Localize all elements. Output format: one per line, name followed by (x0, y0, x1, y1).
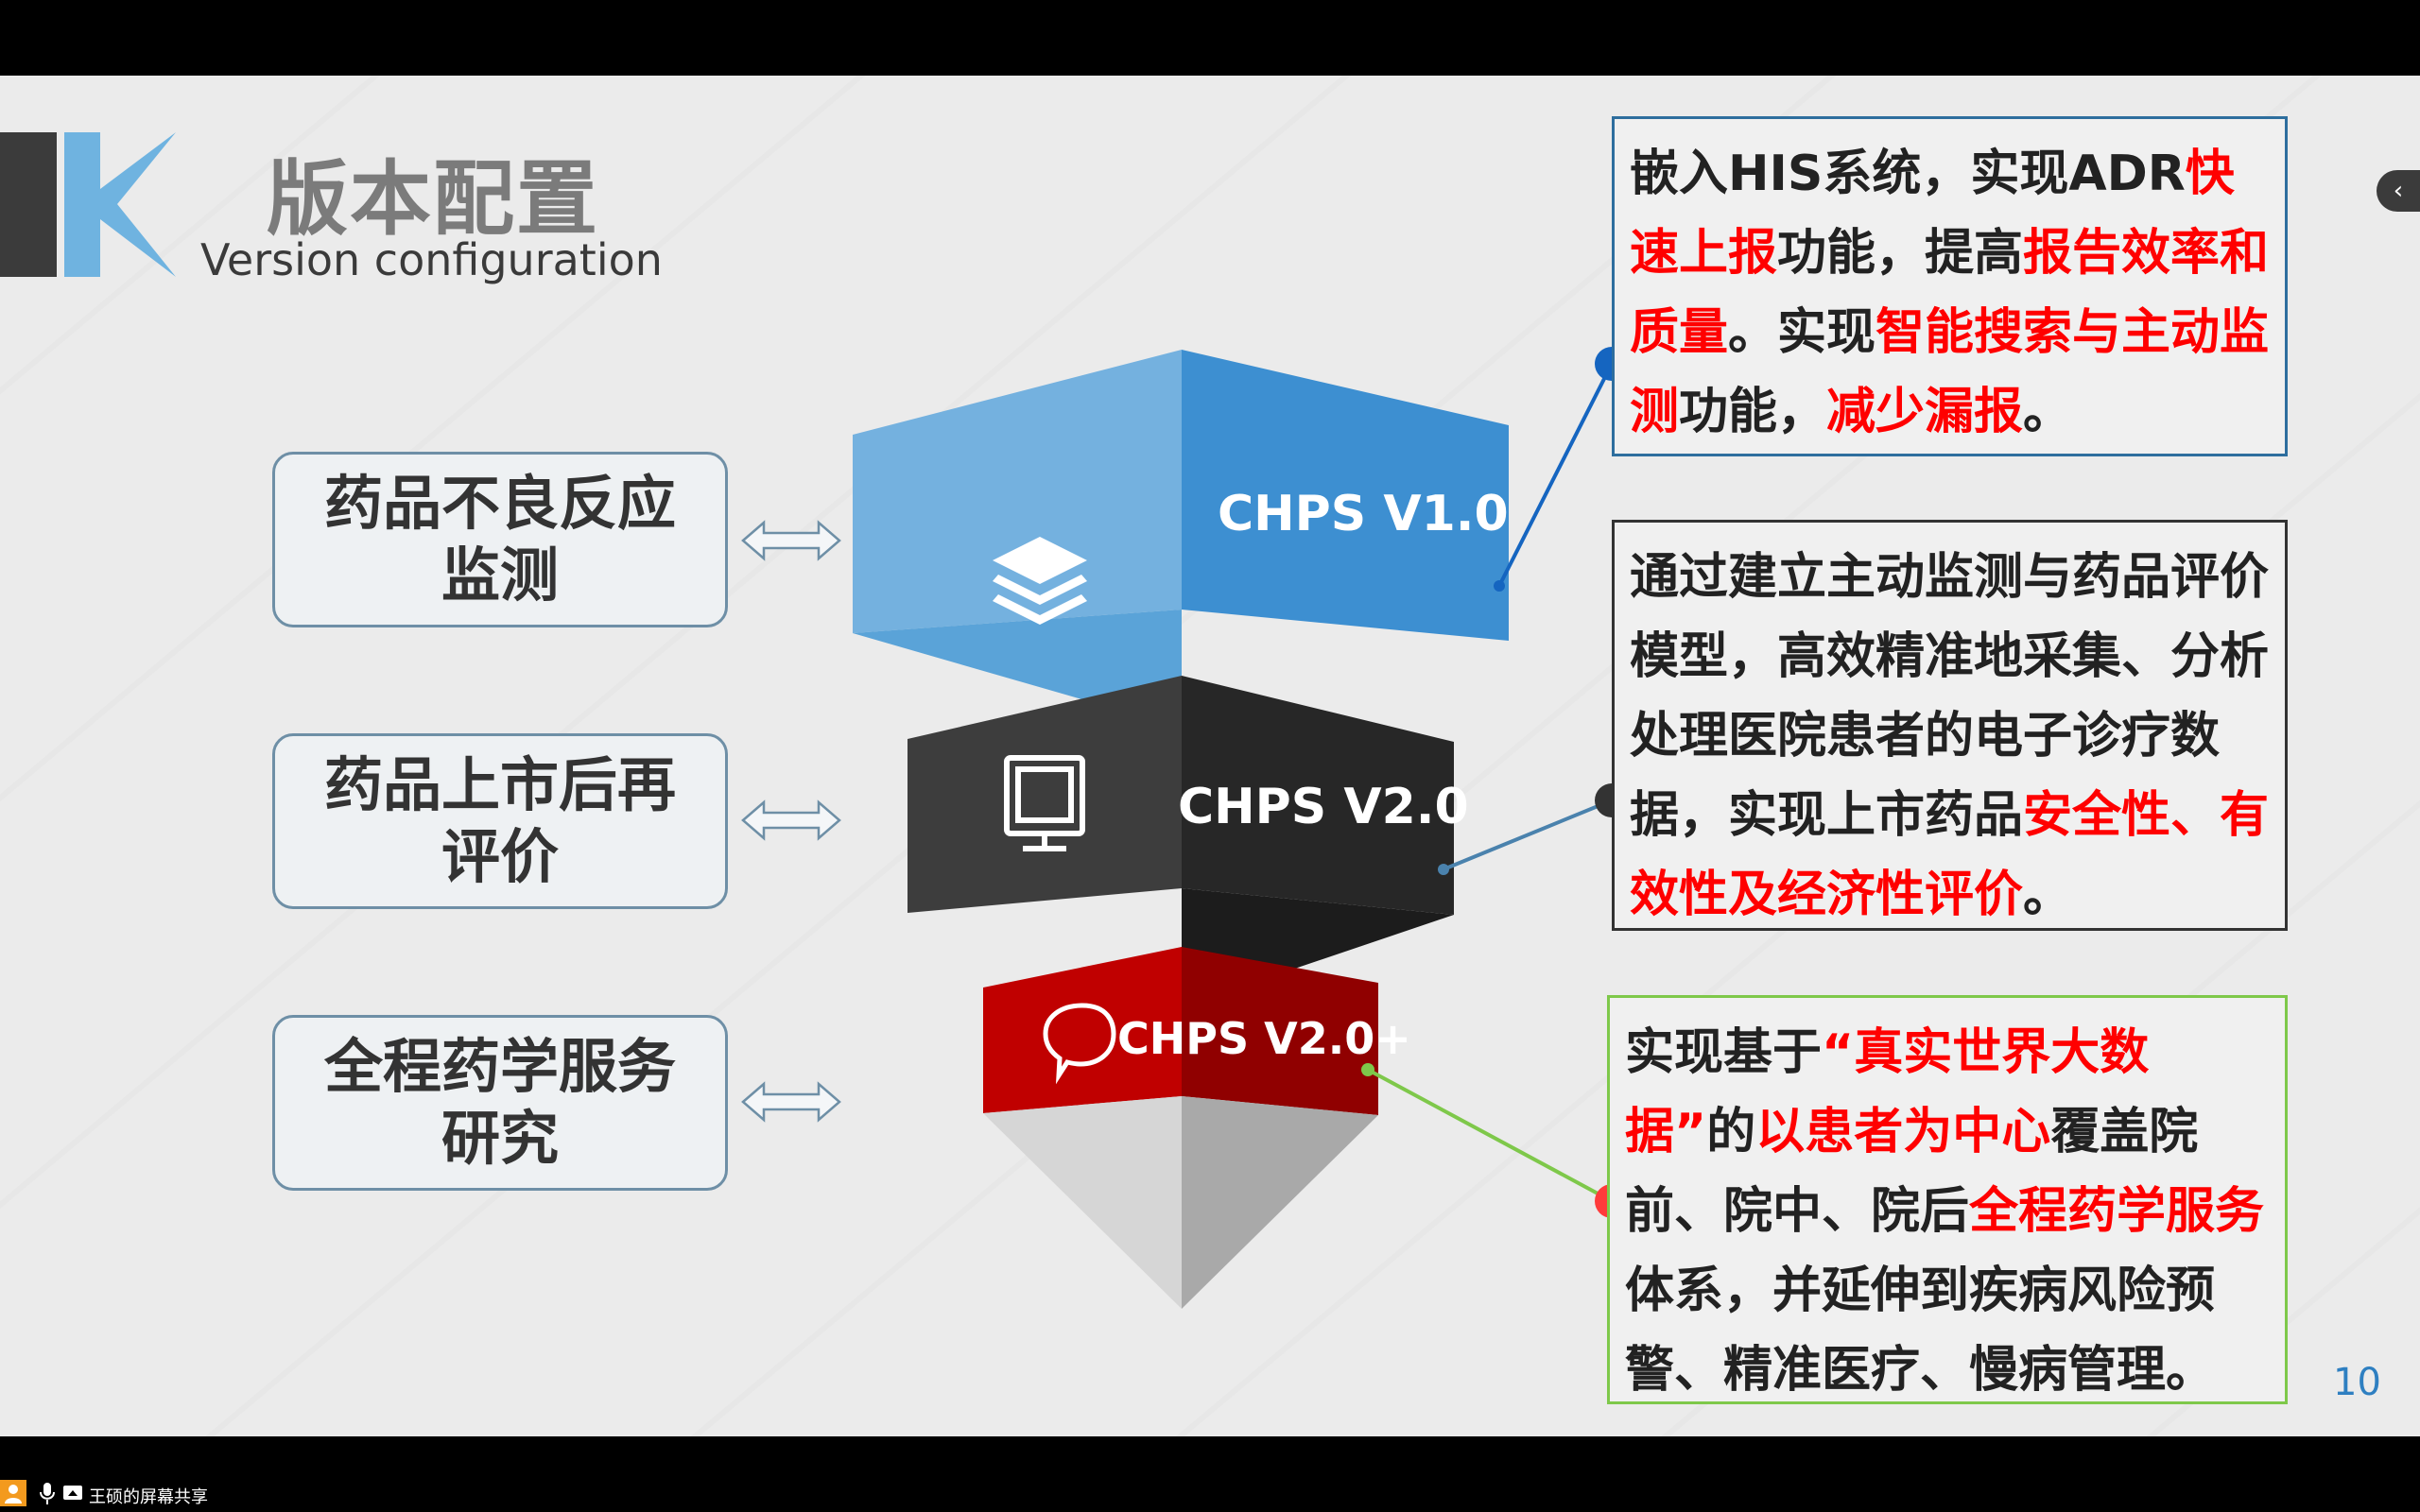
desc-text: 体系，并延伸到疾病风险预警、精准医疗、慢病管理。 (1625, 1263, 2216, 1399)
version-pyramid (853, 347, 1629, 1309)
pyramid-tip-left (983, 1096, 1182, 1309)
tier1-right-face (1182, 350, 1509, 641)
desc-highlight: 报告效率和质量 (1630, 225, 2270, 361)
double-arrow-icon (741, 799, 841, 841)
tier2-underside (1182, 888, 1454, 978)
logo-dark-bar (0, 132, 57, 277)
desc-highlight: 安全性、有效性及经济性评价 (1630, 787, 2270, 923)
tier1-underside (853, 610, 1182, 705)
desc-text: 。 (2023, 384, 2073, 440)
description-box-v2-plus: 实现基于“真实世界大数据”的以患者为中心覆盖院前、院中、院后全程药学服务体系，并… (1607, 995, 2288, 1404)
feature-label: 药品不良反应监测 (323, 469, 676, 610)
slide-subtitle: Version configuration (200, 234, 663, 285)
desc-text: 功能，提高 (1777, 225, 2024, 282)
desc-text: 的 (1706, 1104, 1756, 1160)
monitor-icon (1004, 755, 1085, 851)
screen-share-label: 王硕的屏幕共享 (89, 1487, 208, 1507)
logo-k-icon (64, 132, 176, 277)
description-box-v1: 嵌入HIS系统，实现ADR快速上报功能，提高报告效率和质量。实现智能搜索与主动监… (1612, 116, 2288, 456)
desc-text: 通过建立主动监测与药品评价模型，高效精准地采集、分析处理医院患者的电子诊疗数据，… (1630, 549, 2270, 844)
user-avatar-icon[interactable] (0, 1480, 26, 1506)
description-box-v2: 通过建立主动监测与药品评价模型，高效精准地采集、分析处理医院患者的电子诊疗数据，… (1612, 520, 2288, 931)
desc-highlight: 全程药学服务 (1969, 1183, 2265, 1240)
tier3-left-face (983, 947, 1182, 1113)
tier2-left-face (908, 676, 1182, 913)
desc-highlight: 减少漏报 (1826, 384, 2024, 440)
slide-title: 版本配置 (267, 152, 599, 247)
pyramid-tip-right (1182, 1096, 1378, 1309)
version-label-v1: CHPS V1.0 (1218, 486, 1509, 542)
desc-text: 。 (2023, 867, 2073, 923)
feature-box-pharmacy-service: 全程药学服务研究 (272, 1015, 728, 1191)
screen-share-icon[interactable] (62, 1480, 83, 1506)
screen-share-bar (0, 1436, 2420, 1512)
feature-label: 全程药学服务研究 (323, 1032, 676, 1173)
desc-highlight: 快速上报 (1630, 146, 2235, 282)
feature-label: 药品上市后再评价 (323, 750, 676, 891)
layers-icon (993, 537, 1087, 625)
feature-box-reevaluation: 药品上市后再评价 (272, 733, 728, 909)
desc-text: 覆盖院前、院中、院后 (1625, 1104, 2199, 1240)
microphone-icon[interactable] (38, 1480, 57, 1506)
desc-text: 嵌入HIS系统，实现ADR (1630, 146, 2186, 202)
tier1-left-face (853, 350, 1182, 633)
desc-text: 实现基于 (1625, 1024, 1823, 1081)
chat-bubble-icon (1043, 1003, 1116, 1085)
presentation-slide: 版本配置 Version configuration 药品不良反应监测 药品上市… (0, 76, 2420, 1436)
tier2-right-face (1182, 676, 1454, 915)
collapse-panel-button[interactable]: ‹ (2377, 170, 2420, 212)
double-arrow-icon (741, 520, 841, 561)
version-label-v2-plus: CHPS V2.0+ (1117, 1013, 1411, 1064)
tier3-right-face (1182, 947, 1378, 1115)
page-number: 10 (2333, 1361, 2381, 1404)
version-label-v2: CHPS V2.0 (1178, 779, 1469, 835)
feature-box-adr: 药品不良反应监测 (272, 452, 728, 627)
desc-highlight: 以患者为中心 (1755, 1104, 2051, 1160)
double-arrow-icon (741, 1081, 841, 1123)
desc-highlight: 智能搜索与主动监测 (1630, 304, 2270, 440)
desc-highlight: “真实世界大数据” (1625, 1024, 2150, 1160)
desc-text: 。实现 (1728, 304, 1876, 361)
desc-text: 功能， (1679, 384, 1827, 440)
